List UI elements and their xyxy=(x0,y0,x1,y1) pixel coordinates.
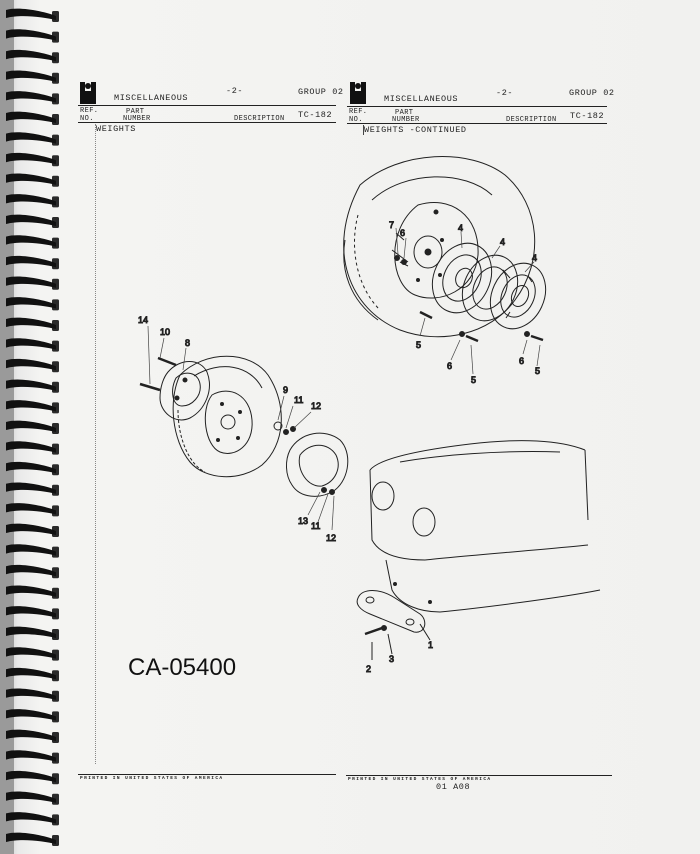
left-col-ref: REF. xyxy=(80,107,99,115)
callout-5c: 5 xyxy=(535,366,540,376)
left-col-number: NUMBER xyxy=(123,115,151,123)
left-col-no: NO. xyxy=(80,115,94,123)
callout-5a: 5 xyxy=(416,340,421,350)
left-model-number: TC-182 xyxy=(298,110,333,120)
callout-2: 2 xyxy=(366,664,371,674)
callout-11a: 11 xyxy=(294,395,303,405)
right-col-ref: REF. xyxy=(349,108,368,116)
callout-9: 9 xyxy=(283,385,288,395)
rear-weight-plate-1 xyxy=(431,242,493,314)
left-footer-text: PRINTED IN UNITED STATES OF AMERICA xyxy=(80,776,224,781)
right-col-no: NO. xyxy=(349,116,363,124)
callout-6c: 6 xyxy=(519,356,524,366)
callout-4c: 4 xyxy=(532,253,537,263)
callout-6a: 6 xyxy=(400,228,405,238)
left-footer-rule xyxy=(78,774,336,775)
callout-13: 13 xyxy=(298,516,308,526)
right-page-code: 01 A08 xyxy=(436,782,471,792)
rear-weight-plate-2 xyxy=(461,254,519,322)
right-section-title: MISCELLANEOUS xyxy=(384,94,459,104)
figure-code: CA-05400 xyxy=(128,654,237,681)
callout-8: 8 xyxy=(185,338,190,348)
callout-12b: 12 xyxy=(326,533,336,543)
spiral-binding xyxy=(0,0,59,854)
right-col-part: PART xyxy=(395,109,414,117)
front-tire-drawing xyxy=(172,355,282,478)
left-header-rule-bottom xyxy=(78,122,336,123)
callout-1: 1 xyxy=(428,640,433,650)
callout-4b: 4 xyxy=(500,237,505,247)
front-inner-weight xyxy=(139,356,210,421)
tractor-front-drawing xyxy=(369,440,601,613)
callout-14: 14 xyxy=(138,315,148,325)
right-col-number: NUMBER xyxy=(392,116,420,124)
right-subtitle: WEIGHTS -CONTINUED xyxy=(364,125,467,135)
left-group-label: GROUP 02 xyxy=(298,87,344,97)
callout-3: 3 xyxy=(389,654,394,664)
front-leader-lines xyxy=(147,325,335,531)
left-header-rule xyxy=(78,105,336,106)
right-header-rule-bottom xyxy=(347,123,607,124)
callout-6b: 6 xyxy=(447,361,452,371)
ih-logo-icon xyxy=(80,82,96,104)
callout-11b: 11 xyxy=(311,521,320,531)
left-section-title: MISCELLANEOUS xyxy=(114,93,189,103)
left-page-number: -2- xyxy=(226,86,244,96)
left-col-part: PART xyxy=(126,108,145,116)
callout-7: 7 xyxy=(389,220,394,230)
right-footer-rule xyxy=(346,775,612,776)
ih-logo-icon xyxy=(350,82,366,104)
callout-12a: 12 xyxy=(311,401,321,411)
left-col-description: DESCRIPTION xyxy=(234,115,285,123)
right-page-number: -2- xyxy=(496,88,514,98)
front-bumper-weight xyxy=(356,590,431,660)
callout-10: 10 xyxy=(160,327,170,337)
rear-weight-plate-3 xyxy=(489,262,547,330)
right-column-guide xyxy=(363,125,364,135)
rear-bolts xyxy=(394,255,544,343)
right-group-label: GROUP 02 xyxy=(569,88,615,98)
callout-4a: 4 xyxy=(458,223,463,233)
right-footer-text: PRINTED IN UNITED STATES OF AMERICA xyxy=(348,777,492,782)
right-model-number: TC-182 xyxy=(570,111,605,121)
front-outer-weight xyxy=(273,421,349,497)
right-header-rule xyxy=(347,106,607,107)
callout-5b: 5 xyxy=(471,375,476,385)
rear-leader-lines xyxy=(395,227,541,375)
left-column-guide xyxy=(95,124,96,764)
right-col-description: DESCRIPTION xyxy=(506,116,557,124)
left-subtitle: WEIGHTS xyxy=(96,124,136,134)
